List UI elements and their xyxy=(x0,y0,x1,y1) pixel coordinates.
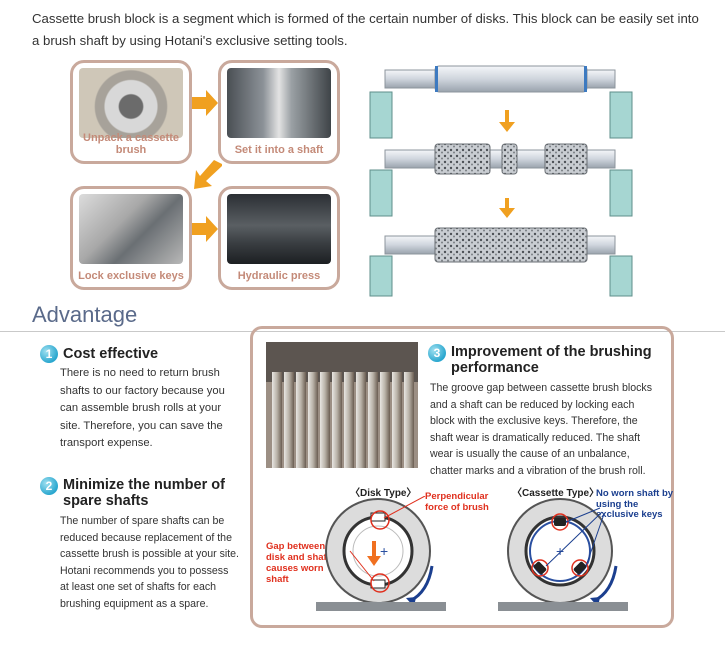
item-title-line2: performance xyxy=(451,360,539,376)
disk-slice xyxy=(284,372,294,468)
item-text: There is no need to return brush shafts … xyxy=(60,367,225,449)
disk-type-diagram: + xyxy=(316,496,446,611)
perp-line2: force of brush xyxy=(425,502,489,513)
cassette-type-diagram: + xyxy=(498,498,628,611)
noworn-line3: exclusive keys xyxy=(596,509,663,520)
item-text: The number of spare shafts can be reduce… xyxy=(60,515,240,610)
disk-slice xyxy=(272,372,282,468)
gap-note: Gap between disk and shaft causes worn s… xyxy=(266,541,330,585)
gap-line3: causes worn xyxy=(266,563,324,574)
arrow-right-icon xyxy=(192,90,218,116)
step-caption: Unpack a cassette brush xyxy=(83,132,179,156)
gap-line4: shaft xyxy=(266,574,289,585)
disk-slice xyxy=(380,372,390,468)
cassette-type-label: 〈Cassette Type〉 xyxy=(512,488,600,499)
gap-line1: Gap between xyxy=(266,541,326,552)
disk-slice xyxy=(320,372,330,468)
arrow-right-icon xyxy=(192,216,218,242)
disk-slice xyxy=(332,372,342,468)
svg-text:+: + xyxy=(556,543,564,559)
advantage-item-2: 2 Minimize the number of spare shafts Th… xyxy=(40,477,245,612)
item-title-line2: spare shafts xyxy=(63,493,149,509)
item-title: Cost effective xyxy=(63,346,159,362)
step-caption: Hydraulic press xyxy=(237,270,321,282)
number-badge: 1 xyxy=(40,345,58,363)
disk-slice xyxy=(392,372,402,468)
step-caption: Set it into a shaft xyxy=(234,144,324,156)
disk-photo xyxy=(266,342,418,468)
disk-slice xyxy=(404,372,414,468)
number-badge: 2 xyxy=(40,477,58,495)
section-divider xyxy=(0,331,725,332)
hydraulic-photo xyxy=(227,194,331,264)
step-hydraulic: Hydraulic press xyxy=(218,186,340,290)
step-caption: Lock exclusive keys xyxy=(78,270,184,282)
disk-slice xyxy=(308,372,318,468)
arrow-down-left-icon xyxy=(194,160,222,189)
set-shaft-photo xyxy=(227,68,331,138)
step-set-shaft: Set it into a shaft xyxy=(218,60,340,164)
advantage-panel xyxy=(250,326,674,628)
perpendicular-note: Perpendicular force of brush xyxy=(425,491,489,513)
section-title: Advantage xyxy=(32,302,138,327)
gap-line2: disk and shaft xyxy=(266,552,330,563)
intro-text: Cassette brush block is a segment which … xyxy=(32,11,699,48)
number-badge: 3 xyxy=(428,344,446,362)
no-worn-note: No worn shaft by using the exclusive key… xyxy=(596,488,674,521)
item-text: The groove gap between cassette brush bl… xyxy=(430,382,653,477)
advantage-item-3: 3 Improvement of the brushing performanc… xyxy=(428,344,668,479)
noworn-line1: No worn shaft by xyxy=(596,488,674,499)
disk-slice xyxy=(368,372,378,468)
lock-keys-photo xyxy=(79,194,183,264)
brush-roll-illustration xyxy=(369,65,633,297)
item-title-line1: Minimize the number of xyxy=(63,477,225,493)
step-unpack: Unpack a cassette brush xyxy=(70,60,192,164)
noworn-line2: using the xyxy=(596,498,639,510)
disk-slice xyxy=(344,372,354,468)
disk-type-label: 〈Disk Type〉 xyxy=(350,488,417,499)
perp-line1: Perpendicular xyxy=(425,491,489,502)
disk-slice xyxy=(296,372,306,468)
step-lock-keys: Lock exclusive keys xyxy=(70,186,192,290)
advantage-item-1: 1 Cost effective There is no need to ret… xyxy=(40,345,240,453)
svg-text:+: + xyxy=(380,543,388,559)
disk-slice xyxy=(356,372,366,468)
item-title-line1: Improvement of the brushing xyxy=(451,344,652,360)
unpack-photo xyxy=(79,68,183,138)
